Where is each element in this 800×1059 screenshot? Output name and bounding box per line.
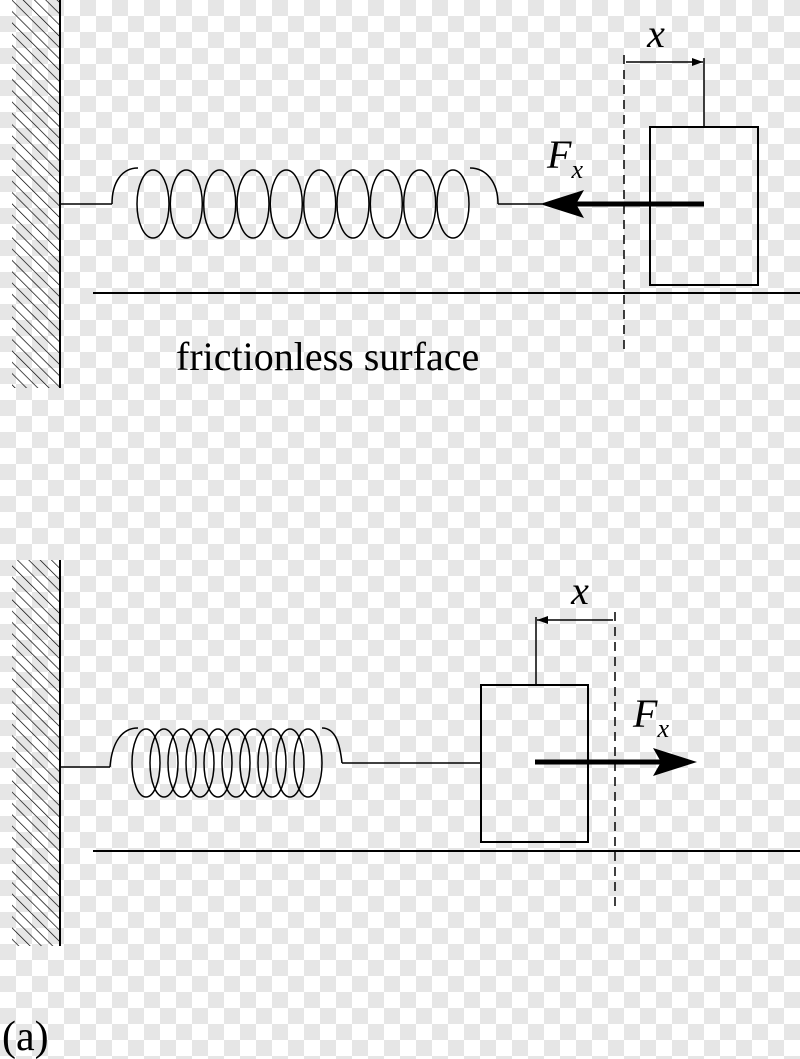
top-wall bbox=[12, 0, 61, 388]
top-force-arrow bbox=[540, 190, 704, 218]
spring-coil bbox=[236, 169, 270, 239]
bottom-wall bbox=[12, 560, 61, 946]
spring-coil bbox=[402, 169, 437, 239]
spring-coil bbox=[436, 169, 470, 239]
bottom-displacement-label: x bbox=[570, 568, 589, 613]
top-spring bbox=[60, 167, 542, 239]
bottom-panel: Fx x bbox=[12, 560, 800, 946]
spring-coil bbox=[336, 169, 370, 239]
spring-coil bbox=[302, 169, 337, 239]
spring-coil bbox=[149, 728, 179, 798]
spring-coil bbox=[369, 169, 404, 239]
top-panel: Fx x frictionless surface bbox=[12, 0, 800, 388]
bottom-force-label: Fx bbox=[632, 691, 669, 743]
spring-coil bbox=[169, 169, 204, 239]
top-displacement-label: x bbox=[646, 11, 665, 56]
spring-coil bbox=[203, 728, 233, 798]
top-force-label: Fx bbox=[546, 132, 583, 184]
panel-caption: (a) bbox=[2, 1014, 49, 1059]
spring-coil bbox=[202, 169, 237, 239]
spring-coil bbox=[185, 728, 215, 798]
top-displacement-indicator: x bbox=[626, 11, 705, 127]
spring-coil bbox=[239, 728, 269, 798]
spring-coil bbox=[136, 169, 170, 239]
bottom-force-arrow bbox=[535, 748, 697, 776]
spring-coil bbox=[257, 728, 287, 798]
spring-coil bbox=[221, 728, 251, 798]
spring-coil bbox=[275, 728, 305, 798]
bottom-displacement-indicator: x bbox=[535, 568, 613, 685]
spring-coil bbox=[269, 169, 304, 239]
spring-coil bbox=[131, 728, 161, 798]
spring-coil bbox=[167, 728, 197, 798]
surface-label: frictionless surface bbox=[176, 334, 479, 379]
spring-coil bbox=[293, 728, 323, 798]
bottom-spring bbox=[60, 727, 481, 798]
